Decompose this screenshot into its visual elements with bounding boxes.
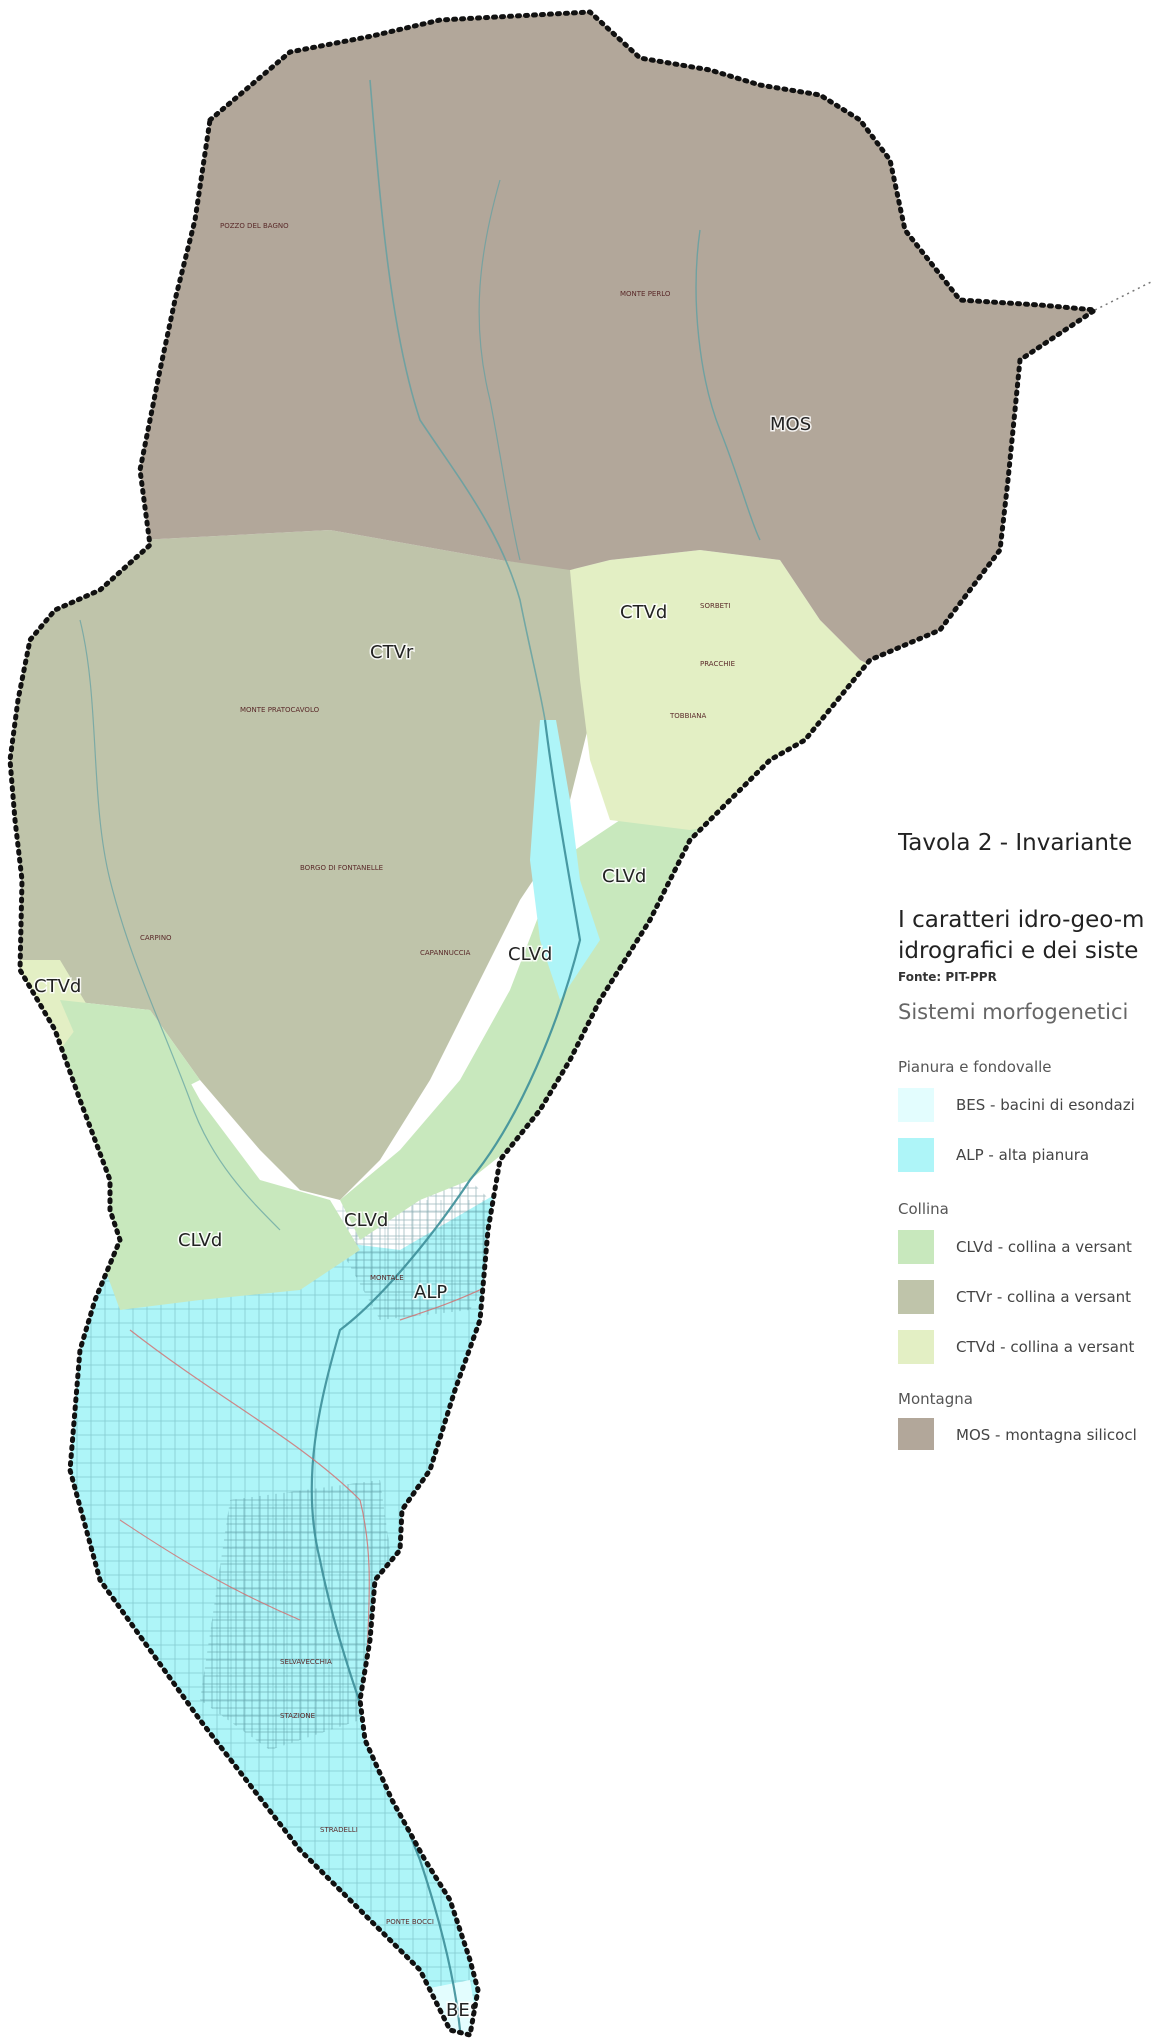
stream-west (79, 619, 281, 1231)
legend-swatch-mos (898, 1418, 934, 1450)
legend-label-ctvd: CTVd - collina a versant (956, 1338, 1135, 1356)
legend-swatch-ctvd (898, 1330, 934, 1364)
place-capannuccia: CAPANNUCCIA (420, 949, 471, 957)
legend-group-collina: Collina (898, 1200, 949, 1218)
legend-item-mos[interactable]: MOS - montagna silicocl (898, 1418, 1151, 1450)
municipal-boundary (7, 9, 1098, 2038)
zone-mos[interactable] (0, 0, 1151, 680)
zone-ctvd-north[interactable] (570, 550, 900, 830)
river-main (310, 719, 582, 2031)
zone-label-ctvr: CTVr (370, 642, 414, 663)
place-selvavecchia: SELVAVECCHIA (280, 1658, 332, 1666)
stream-north-2 (695, 229, 761, 541)
zone-clvd-middle[interactable] (60, 1000, 200, 1100)
place-monte-pratocavolo: MONTE PRATOCAVOLO (240, 706, 320, 714)
legend-title: Tavola 2 - Invariante (898, 830, 1133, 856)
place-fattoria: FATTORIA (520, 1304, 553, 1312)
place-montale: MONTALE (370, 1274, 404, 1282)
zone-label-clvd-southwest: CLVd (178, 1230, 222, 1251)
place-ponte-bocci: PONTE BOCCI (386, 1918, 434, 1926)
zone-alp-river[interactable] (530, 720, 600, 1000)
legend-swatch-alp (898, 1138, 934, 1172)
legend-swatch-bes (898, 1088, 934, 1122)
stream-north-3 (478, 179, 521, 561)
legend-source: Fonte: PIT-PPR (898, 970, 997, 984)
legend-group-montagna: Montagna (898, 1390, 973, 1408)
zone-label-ctvd-north: CTVd (620, 602, 667, 623)
legend-label-alp: ALP - alta pianura (956, 1146, 1090, 1164)
legend-label-ctvr: CTVr - collina a versant (956, 1288, 1132, 1306)
place-stradelli: STRADELLI (320, 1826, 358, 1834)
zone-label-clvd-center: CLVd (508, 944, 552, 965)
zone-label-alp: ALP (414, 1282, 447, 1303)
place-carpino: CARPINO (140, 934, 172, 942)
zone-label-mos: MOS (770, 414, 811, 435)
legend-swatch-ctvr (898, 1280, 934, 1314)
legend-item-clvd[interactable]: CLVd - collina a versant (898, 1230, 1151, 1264)
legend-label-clvd: CLVd - collina a versant (956, 1238, 1132, 1256)
legend-item-bes[interactable]: BES - bacini di esondazi (898, 1088, 1151, 1122)
boundary-extension (1094, 281, 1151, 311)
place-sorbeti: SORBETI (700, 602, 730, 610)
place-monte-perlo: MONTE PERLO (620, 290, 671, 298)
zone-label-ctvd-west: CTVd (34, 976, 81, 997)
legend-group-pianura: Pianura e fondovalle (898, 1058, 1052, 1076)
place-borgo-di-fontanelle: BORGO DI FONTANELLE (300, 864, 383, 872)
legend-panel: Tavola 2 - Invariante I caratteri idro-g… (898, 830, 1151, 1450)
place-pracchie: PRACCHIE (700, 660, 735, 668)
stream-north-1 (369, 79, 546, 721)
alp-urban-texture-south (200, 1480, 400, 1750)
legend-label-bes: BES - bacini di esondazi (956, 1096, 1135, 1114)
zone-label-clvd-valley: CLVd (602, 866, 646, 887)
legend-item-ctvd[interactable]: CTVd - collina a versant (898, 1330, 1151, 1364)
place-tobbiana: TOBBIANA (669, 712, 706, 720)
road-south (119, 1519, 301, 1621)
road-main (129, 1329, 371, 1721)
legend-section-title: Sistemi morfogenetici (898, 1000, 1129, 1024)
zone-ctvr[interactable] (0, 530, 600, 1200)
place-pozzo-del-bagno: POZZO DEL BAGNO (220, 222, 289, 230)
legend-item-ctvr[interactable]: CTVr - collina a versant (898, 1280, 1151, 1314)
place-stazione: STAZIONE (280, 1712, 315, 1720)
legend-item-alp[interactable]: ALP - alta pianura (898, 1138, 1151, 1172)
legend-subtitle: I caratteri idro-geo-m idrografici e dei… (898, 907, 1145, 964)
zone-label-clvd-river: CLVd (344, 1210, 388, 1231)
legend-label-mos: MOS - montagna silicocl (956, 1426, 1137, 1444)
place-stabilimento: STABILIMENTO (860, 684, 912, 692)
legend-swatch-clvd (898, 1230, 934, 1264)
